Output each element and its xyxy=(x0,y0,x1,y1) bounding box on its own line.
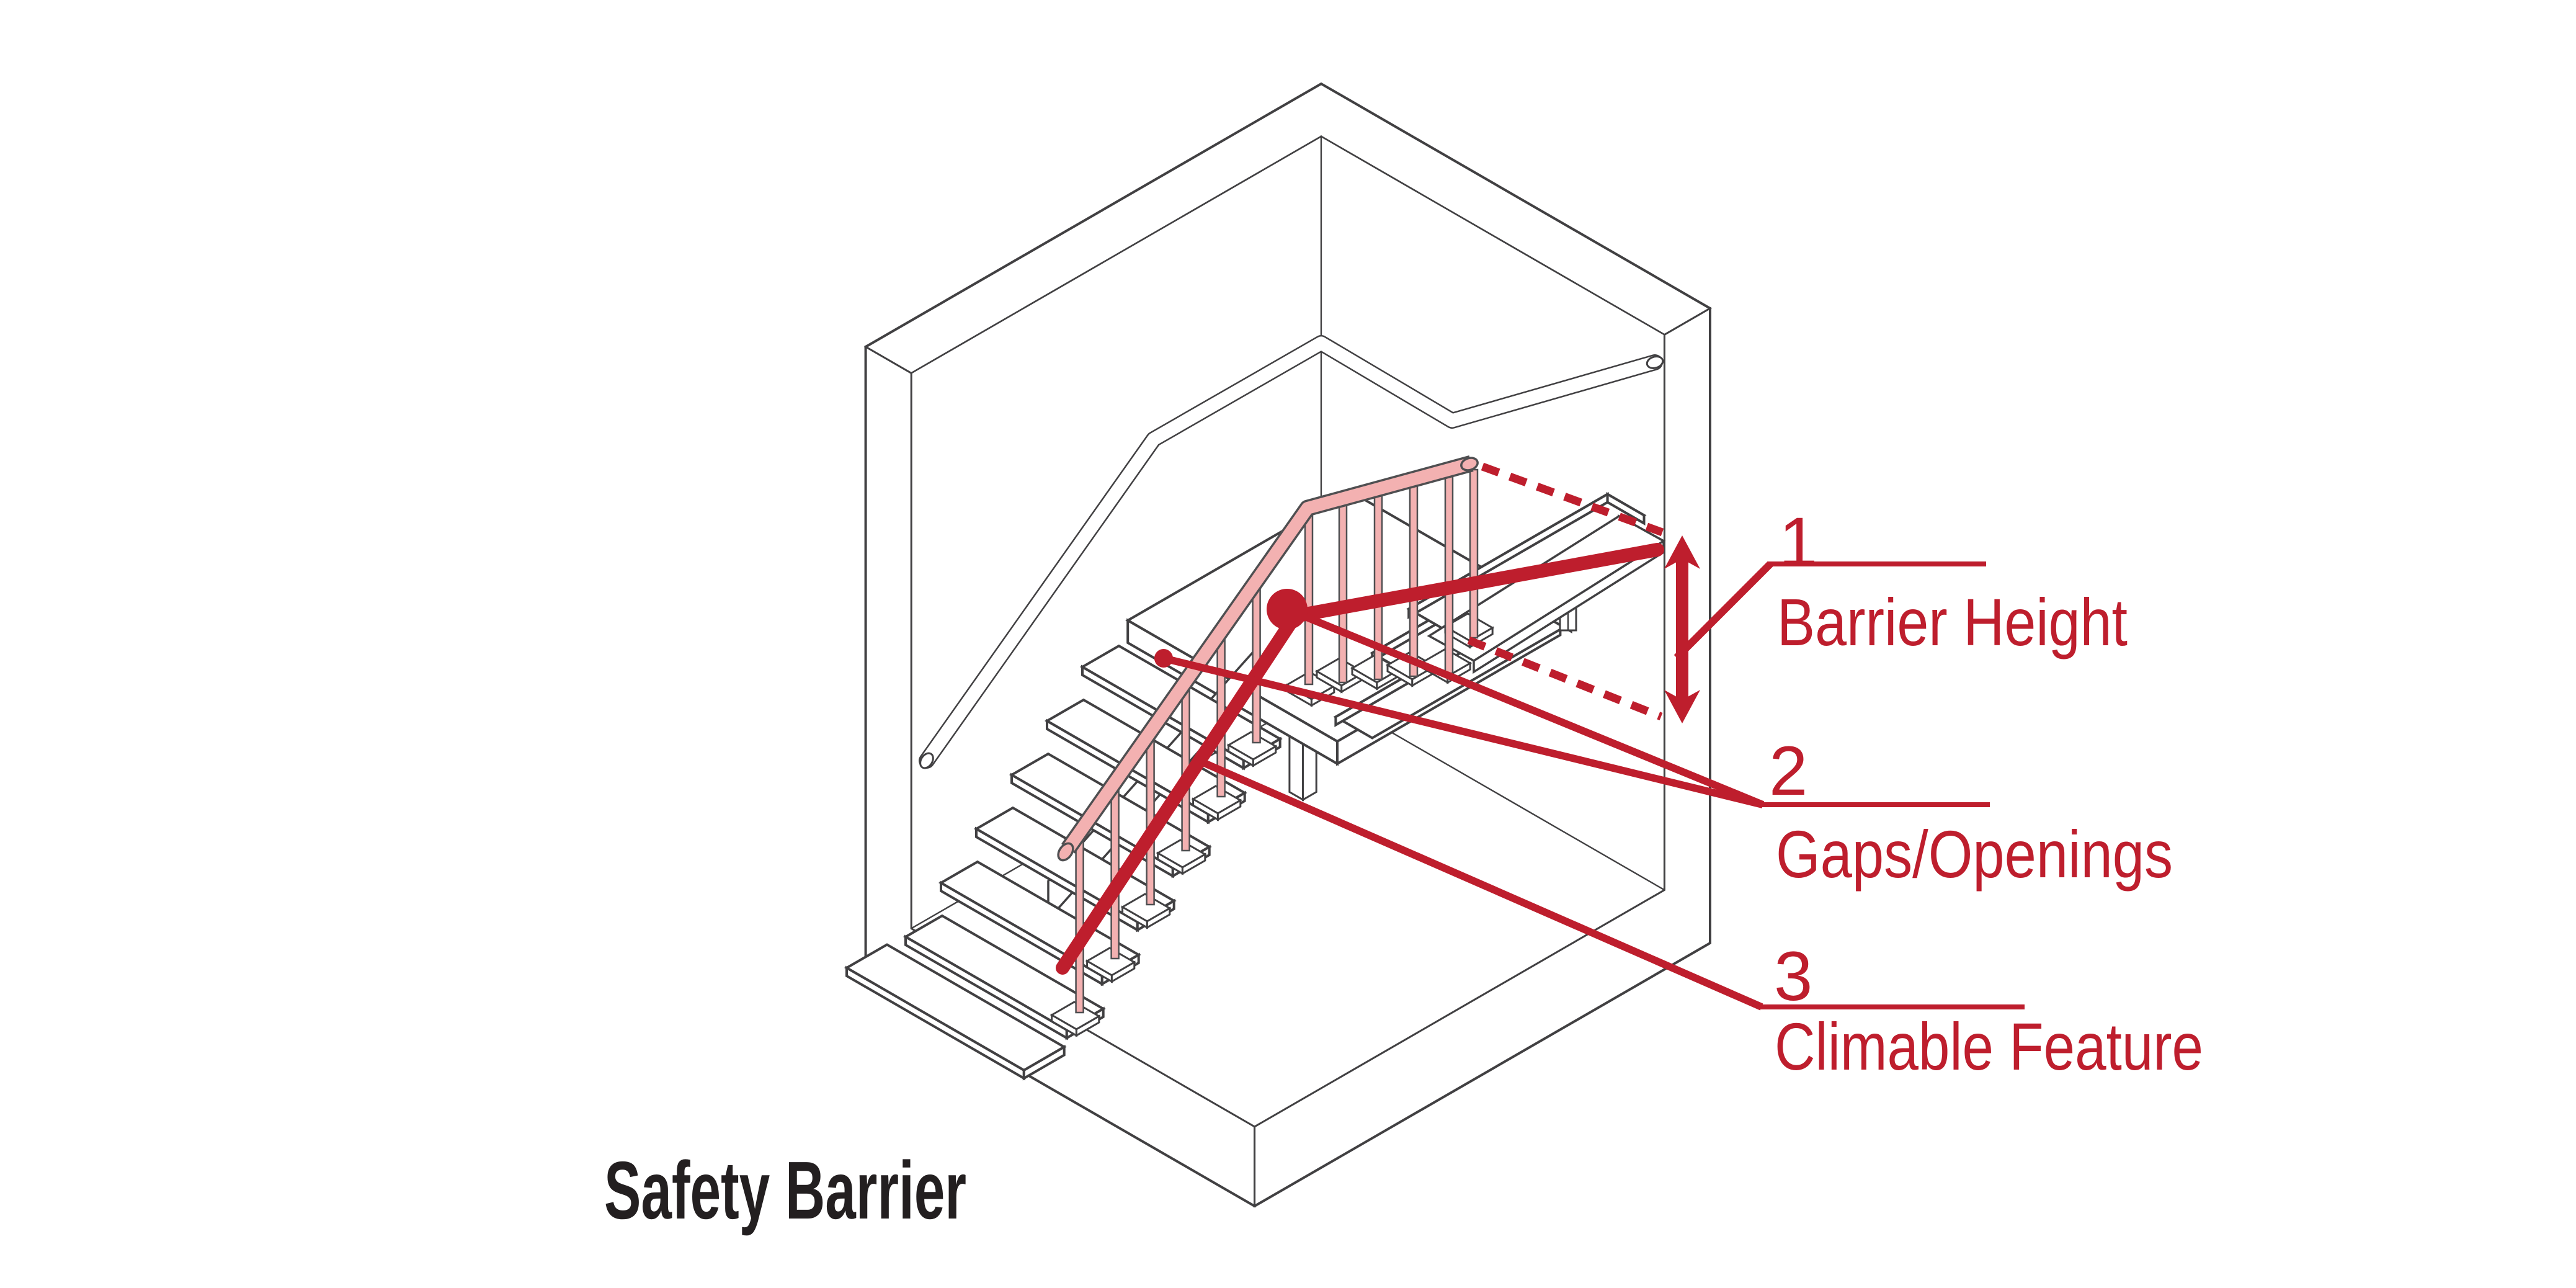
svg-text:1: 1 xyxy=(1779,503,1817,581)
svg-text:Barrier Height: Barrier Height xyxy=(1777,584,2128,660)
svg-text:Safety Barrier: Safety Barrier xyxy=(604,1145,966,1236)
svg-text:3: 3 xyxy=(1774,937,1812,1015)
svg-text:Climable Feature: Climable Feature xyxy=(1775,1009,2203,1084)
svg-text:2: 2 xyxy=(1769,732,1807,810)
svg-text:Gaps/Openings: Gaps/Openings xyxy=(1776,816,2173,892)
